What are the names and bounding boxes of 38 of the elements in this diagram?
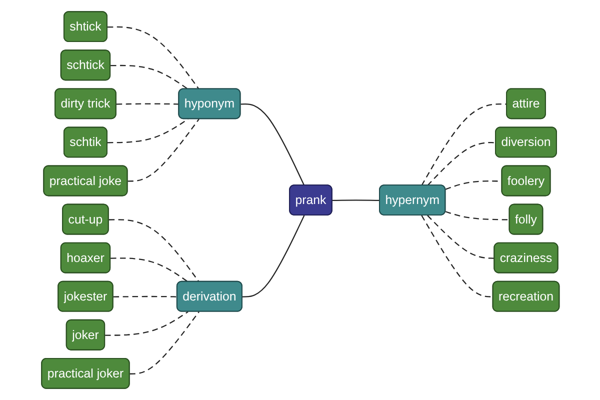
- term-node: dirty trick: [54, 88, 116, 120]
- connector-line: [426, 215, 494, 259]
- term-node: derivation: [176, 280, 242, 312]
- connector-line: [107, 26, 200, 90]
- connector-line: [116, 103, 179, 105]
- term-node: practical joke: [42, 165, 128, 196]
- connector-line: [420, 215, 493, 298]
- term-node: joker: [65, 319, 105, 350]
- connector-line: [127, 118, 200, 182]
- term-node: shtick: [63, 11, 108, 42]
- term-node: jokester: [57, 280, 113, 312]
- term-node: hyponym: [178, 88, 240, 120]
- term-node: prank: [288, 184, 332, 216]
- connector-line: [332, 200, 380, 202]
- term-node: practical joker: [40, 358, 130, 389]
- term-node: folly: [508, 204, 543, 235]
- term-node: hoaxer: [60, 242, 110, 274]
- term-node: foolery: [500, 165, 550, 196]
- connector-line: [110, 258, 188, 282]
- connector-line: [110, 64, 188, 90]
- term-node: hypernym: [378, 184, 446, 216]
- connector-line: [420, 103, 507, 186]
- connector-line: [108, 219, 200, 282]
- connector-line: [445, 211, 510, 220]
- term-node: recreation: [492, 280, 560, 312]
- connector-line: [240, 104, 304, 186]
- term-node: attire: [506, 88, 546, 120]
- connector-line: [129, 311, 200, 374]
- connector-line: [242, 215, 304, 298]
- connector-line: [104, 311, 188, 336]
- connector-line: [426, 142, 496, 186]
- connector-line: [107, 118, 188, 144]
- term-node: diversion: [494, 126, 557, 158]
- connector-line: [112, 296, 177, 298]
- term-node: schtick: [60, 50, 110, 81]
- term-node: craziness: [493, 242, 558, 274]
- term-node: schtik: [63, 126, 108, 158]
- term-node: cut-up: [62, 204, 108, 235]
